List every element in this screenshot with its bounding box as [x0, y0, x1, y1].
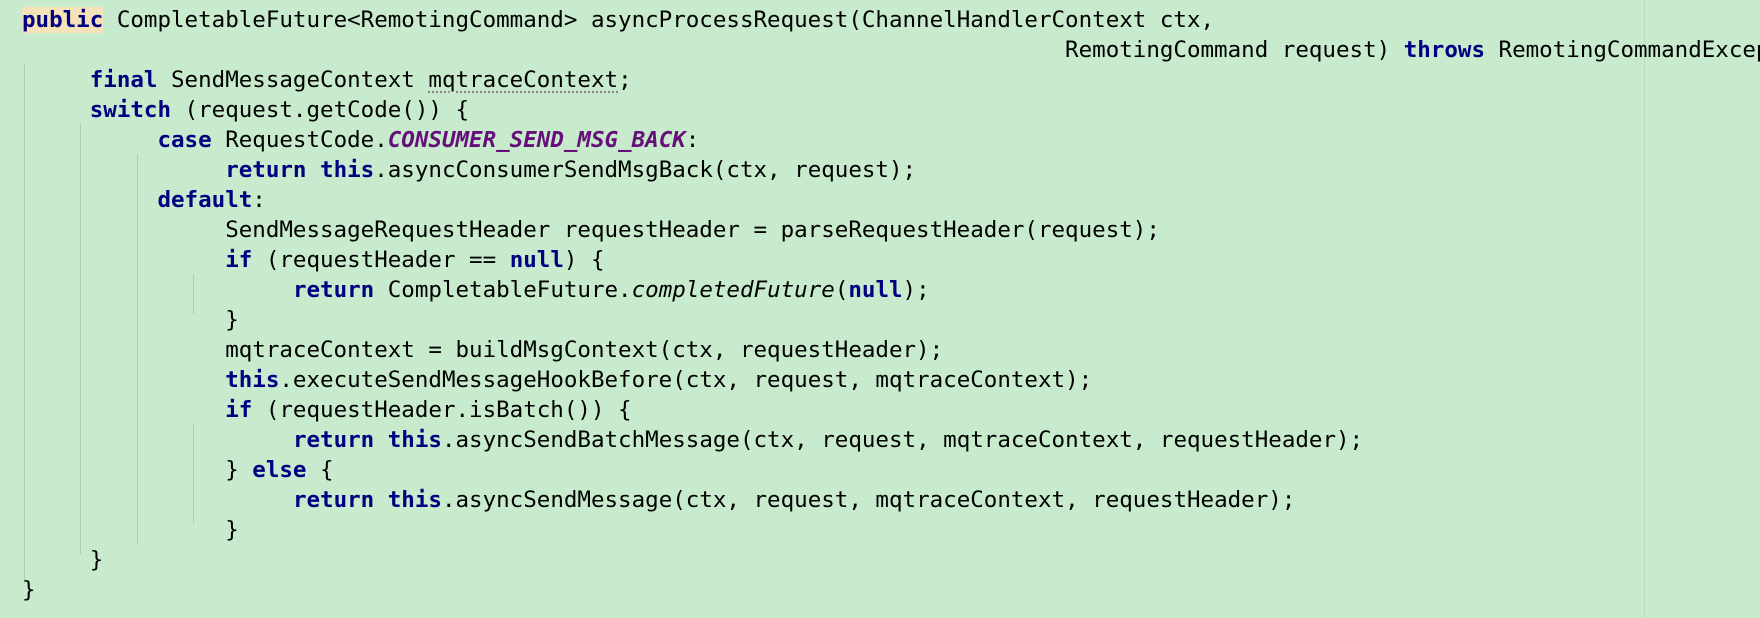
code-token: .executeSendMessageHookBefore(ctx, reque… — [279, 367, 1093, 393]
code-token: CompletableFuture<RemotingCommand> async… — [103, 7, 1215, 33]
indent-guide-level-3 — [137, 154, 138, 544]
code-token: .asyncSendBatchMessage(ctx, request, mqt… — [441, 427, 1364, 453]
indent-guide-level-4 — [193, 274, 194, 314]
indent-guide-level-2 — [80, 124, 81, 554]
code-line[interactable]: case RequestCode.CONSUMER_SEND_MSG_BACK: — [22, 125, 1760, 155]
code-token: mqtraceContext = buildMsgContext(ctx, re… — [22, 337, 944, 363]
code-token: : — [685, 127, 700, 153]
code-line[interactable]: final SendMessageContext mqtraceContext; — [22, 65, 1760, 95]
code-line[interactable]: switch (request.getCode()) { — [22, 95, 1760, 125]
code-token: RequestCode. — [211, 127, 388, 153]
code-token: return — [292, 487, 375, 513]
code-token — [22, 127, 157, 153]
code-token: ; — [618, 67, 632, 93]
code-token: null — [509, 247, 564, 273]
code-token: { — [306, 457, 334, 483]
code-token: if — [225, 247, 253, 273]
code-token — [22, 427, 293, 453]
code-token: else — [252, 457, 307, 483]
code-token — [22, 277, 293, 303]
code-token: } — [22, 577, 36, 603]
code-token: switch — [89, 97, 172, 123]
code-line[interactable]: return this.asyncSendBatchMessage(ctx, r… — [22, 425, 1760, 455]
code-token: null — [848, 277, 903, 303]
code-line[interactable]: return CompletableFuture.completedFuture… — [22, 275, 1760, 305]
code-token: ( — [834, 277, 849, 303]
code-line[interactable]: if (requestHeader.isBatch()) { — [22, 395, 1760, 425]
code-token: this — [387, 427, 442, 453]
code-token: (requestHeader == — [252, 247, 510, 273]
code-token — [374, 427, 388, 453]
code-token: case — [157, 127, 212, 153]
code-token: (request.getCode()) { — [171, 97, 470, 123]
code-token: this — [320, 157, 375, 183]
code-token: return — [225, 157, 307, 183]
code-line[interactable]: public CompletableFuture<RemotingCommand… — [22, 5, 1760, 35]
code-token: this — [387, 487, 442, 513]
code-token: this — [225, 367, 280, 393]
code-line[interactable]: default: — [22, 185, 1760, 215]
code-token: CompletableFuture. — [374, 277, 632, 303]
code-token: mqtraceContext — [428, 67, 619, 93]
code-token: : — [252, 187, 266, 213]
code-token — [22, 487, 293, 513]
code-token: return — [292, 427, 375, 453]
code-token: RemotingCommand request) — [22, 37, 1404, 63]
code-line[interactable]: } — [22, 545, 1760, 575]
code-token: ) { — [563, 247, 605, 273]
code-line[interactable]: } — [22, 575, 1760, 605]
code-token: return — [292, 277, 375, 303]
code-line[interactable]: mqtraceContext = buildMsgContext(ctx, re… — [22, 335, 1760, 365]
code-token: RemotingCommandException { — [1498, 37, 1760, 63]
code-token: CONSUMER_SEND_MSG_BACK — [387, 127, 686, 153]
code-token: public — [22, 7, 104, 33]
code-line[interactable]: RemotingCommand request) throws Remoting… — [22, 35, 1760, 65]
code-line[interactable]: if (requestHeader == null) { — [22, 245, 1760, 275]
code-token — [306, 157, 320, 183]
indent-guide-level-1 — [24, 64, 25, 584]
right-margin-guide — [1644, 0, 1645, 618]
code-token: .asyncConsumerSendMsgBack(ctx, request); — [374, 157, 917, 183]
code-line[interactable]: } — [22, 515, 1760, 545]
code-text-area[interactable]: public CompletableFuture<RemotingCommand… — [22, 5, 1760, 605]
code-token: throws — [1403, 37, 1485, 63]
code-token — [374, 487, 388, 513]
code-token: .asyncSendMessage(ctx, request, mqtraceC… — [441, 487, 1296, 513]
code-line[interactable]: return this.asyncSendMessage(ctx, reques… — [22, 485, 1760, 515]
code-line[interactable]: return this.asyncConsumerSendMsgBack(ctx… — [22, 155, 1760, 185]
code-token: (requestHeader.isBatch()) { — [252, 397, 632, 423]
code-token — [22, 157, 225, 183]
code-line[interactable]: SendMessageRequestHeader requestHeader =… — [22, 215, 1760, 245]
code-token — [22, 397, 225, 423]
code-line[interactable]: this.executeSendMessageHookBefore(ctx, r… — [22, 365, 1760, 395]
code-line[interactable]: } else { — [22, 455, 1760, 485]
code-token — [22, 67, 90, 93]
code-token — [22, 247, 225, 273]
code-line[interactable]: } — [22, 305, 1760, 335]
code-token: } — [22, 307, 239, 333]
code-token — [22, 187, 157, 213]
code-token: } — [22, 457, 253, 483]
code-token: ); — [902, 277, 930, 303]
code-token: SendMessageRequestHeader requestHeader =… — [22, 217, 1160, 243]
code-token — [22, 97, 90, 123]
code-token: default — [157, 187, 253, 213]
code-token: SendMessageContext — [157, 67, 429, 93]
code-token: } — [22, 517, 239, 543]
code-token: } — [22, 547, 104, 573]
code-token: if — [225, 397, 253, 423]
indent-guide-level-4b — [193, 424, 194, 524]
code-token — [22, 367, 225, 393]
code-token: completedFuture — [631, 277, 835, 303]
code-token: final — [89, 67, 158, 93]
